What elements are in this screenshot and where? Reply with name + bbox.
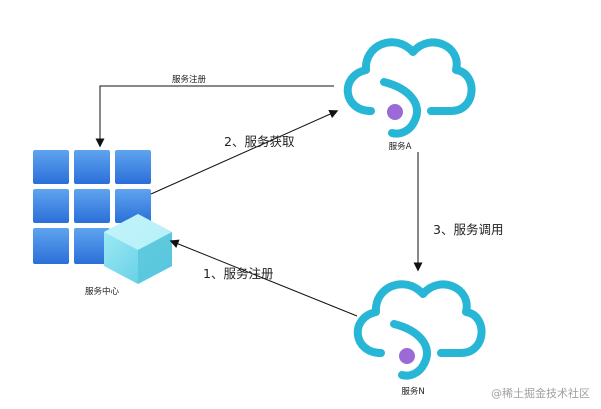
edge-fetch-arrow: [150, 109, 339, 195]
service-n-cloud-icon: [353, 280, 486, 380]
registry-icon: [33, 150, 172, 284]
service-a-dot: [387, 104, 403, 120]
service-n-dot: [399, 348, 415, 364]
edge-a-register-label: 服务注册: [172, 74, 207, 85]
edge-a-register-arrow: [95, 85, 334, 148]
edge-n-register-arrow: [169, 239, 358, 317]
service-n-label: 服务N: [401, 386, 424, 397]
edge-invoke-label: 3、服务调用: [433, 222, 503, 237]
watermark: @稀土掘金技术社区: [491, 386, 590, 400]
service-a-label: 服务A: [389, 141, 412, 152]
service-a-cloud-icon: [343, 38, 476, 138]
registry-label: 服务中心: [85, 286, 120, 297]
edge-n-register-label: 1、服务注册: [203, 266, 273, 281]
edge-fetch-label: 2、服务获取: [224, 134, 295, 149]
cube-icon: [104, 214, 172, 284]
